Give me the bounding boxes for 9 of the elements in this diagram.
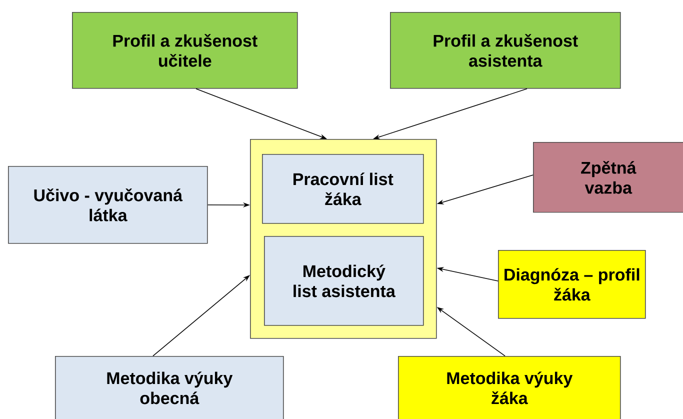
process-box: Metodika výuky obecná <box>55 356 284 419</box>
process-box: Diagnóza – profil žáka <box>498 250 646 319</box>
process-box: Profil a zkušenost asistenta <box>390 12 621 89</box>
process-box: Metodický list asistenta <box>264 236 424 326</box>
process-box: Profil a zkušenost učitele <box>72 12 298 89</box>
process-box: Metodika výuky žáka <box>398 356 621 419</box>
process-box: Učivo - vyučovaná látka <box>8 166 208 244</box>
process-box: Zpětná vazba <box>533 142 683 213</box>
process-box: Pracovní list žáka <box>262 154 424 224</box>
